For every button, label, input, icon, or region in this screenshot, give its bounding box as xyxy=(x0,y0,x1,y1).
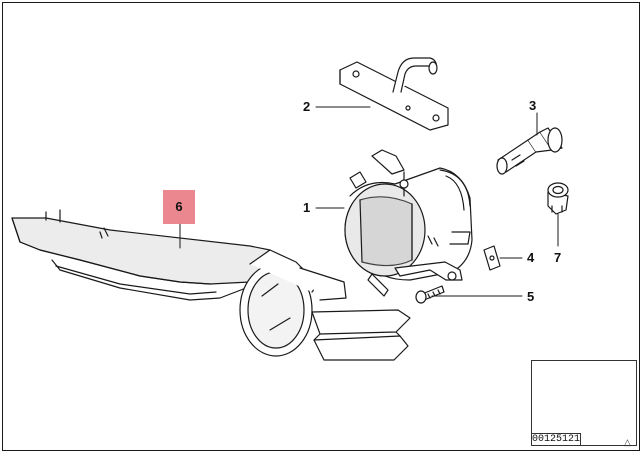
highlight-box xyxy=(163,190,195,224)
leader-lines xyxy=(179,106,559,297)
callout-6-highlighted[interactable]: 6 xyxy=(175,199,183,214)
diagram-frame xyxy=(2,2,640,451)
callout-4[interactable]: 4 xyxy=(527,250,535,265)
callout-5[interactable]: 5 xyxy=(527,289,535,304)
warning-triangle-icon: △ xyxy=(624,437,631,447)
callout-3[interactable]: 3 xyxy=(529,98,537,113)
reference-image-box xyxy=(531,360,637,446)
callout-1[interactable]: 1 xyxy=(303,200,311,215)
callout-7[interactable]: 7 xyxy=(554,250,562,265)
fog-lamp-part-1 xyxy=(344,149,473,297)
screw-part-5 xyxy=(415,285,445,304)
bracket-plate-part-2 xyxy=(339,57,449,131)
clip-nut-part-4 xyxy=(483,245,501,271)
reference-code: 00125121 xyxy=(531,433,581,446)
bulb-part-3 xyxy=(496,127,563,175)
socket-clip-part-7 xyxy=(547,182,569,215)
callout-2[interactable]: 2 xyxy=(303,99,311,114)
air-duct-part-6 xyxy=(11,209,411,361)
